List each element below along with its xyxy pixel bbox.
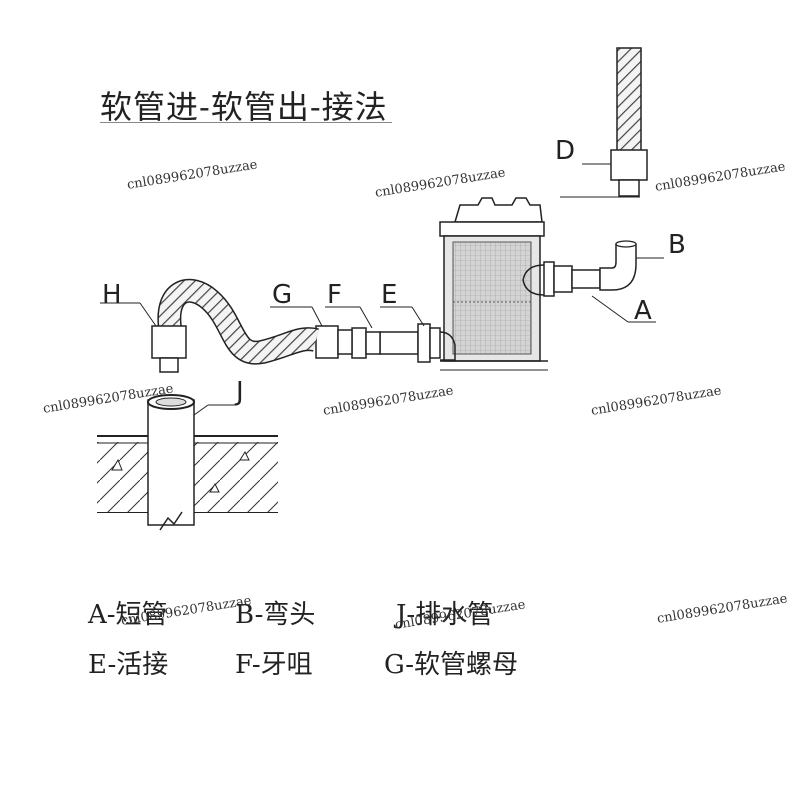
label-j: J [236, 377, 244, 407]
legend-g: G-软管螺母 [384, 650, 519, 680]
legend-e: E-活接 [88, 650, 169, 680]
label-h: H [102, 280, 122, 310]
diagram-title: 软管进-软管出-接法 [100, 88, 388, 126]
fitting-b-elbow [591, 240, 664, 323]
fitting-a-short-pipe [543, 261, 601, 297]
label-b: B [668, 230, 686, 260]
legend-f: F-牙咀 [235, 650, 313, 680]
legend-a: A-短管 [88, 600, 168, 630]
legend-b: B-弯头 [235, 600, 316, 630]
label-d: D [555, 136, 576, 166]
fitting-f-nipple [325, 306, 381, 359]
label-g: G [272, 280, 293, 310]
legend-j: J-排水管 [396, 600, 494, 630]
flexible-hose [157, 278, 319, 365]
fitting-e-union [379, 306, 441, 363]
label-e: E [381, 280, 398, 310]
label-f: F [327, 280, 342, 310]
hose-end-h [100, 302, 187, 373]
label-a: A [634, 296, 652, 326]
pipe-d [560, 47, 648, 198]
filter-tank [439, 197, 548, 371]
title-underline [100, 122, 392, 123]
fitting-g-hose-nut [270, 306, 353, 359]
drain-pipe-j [147, 394, 236, 531]
